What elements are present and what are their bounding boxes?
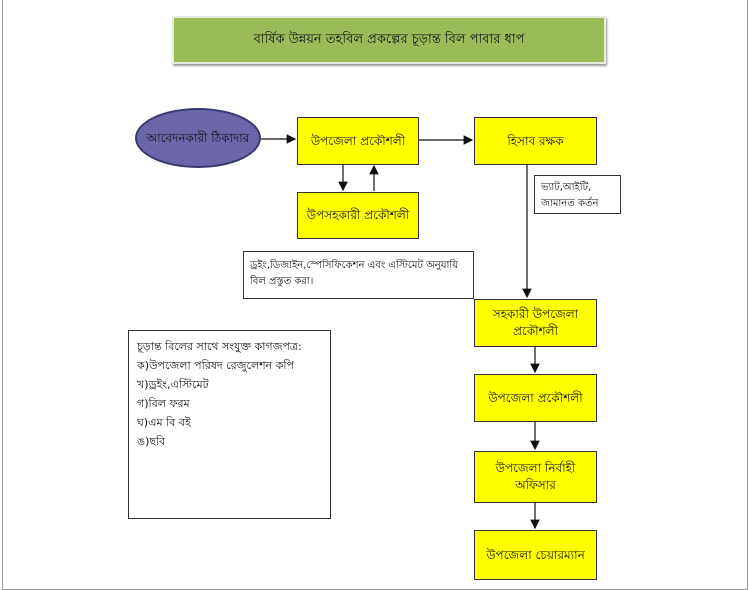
document-item: ঘ)এম বি বই — [137, 416, 191, 429]
node-upazila-engineer-top: উপজেলা প্রকৌশলী — [297, 117, 419, 165]
document-item: ঙ)ছবি — [137, 435, 166, 448]
diagram-title: বার্ষিক উন্নয়ন তহবিল প্রকল্পের চূড়ান্ত… — [172, 16, 606, 64]
documents-list: চূড়ান্ত বিলের সাথে সংযুক্ত কাগজপত্র: ক)… — [128, 330, 331, 519]
node-uno: উপজেলা নির্বাহী অফিসার — [474, 451, 597, 503]
node-applicant: আবেদনকারী ঠিকাদার — [135, 108, 261, 168]
node-accountant: হিসাব রক্ষক — [474, 117, 597, 165]
document-item: গ)বিল ফরম — [137, 397, 190, 410]
node-upazila-engineer: উপজেলা প্রকৌশলী — [474, 374, 597, 422]
note-vat: ভ্যাট,আইটি, জামানত কর্তন — [534, 175, 621, 214]
node-assistant-engineer: সহকারী উপজেলা প্রকৌশলী — [474, 299, 597, 347]
documents-heading: চূড়ান্ত বিলের সাথে সংযুক্ত কাগজপত্র: — [137, 340, 302, 353]
node-sub-assistant-engineer: উপসহকারী প্রকৌশলী — [297, 192, 419, 239]
note-drawing: ড্রইং,ডিজাইন,স্পেসিফিকেশন এবং এস্টিমেট অ… — [243, 251, 474, 299]
document-item: ক)উপজেলা পরিষদ রেজুলেশন কপি — [137, 359, 295, 372]
node-chairman: উপজেলা চেয়ারম্যান — [474, 530, 597, 580]
document-item: খ)ড্রইং,এস্টিমেট — [137, 378, 209, 391]
